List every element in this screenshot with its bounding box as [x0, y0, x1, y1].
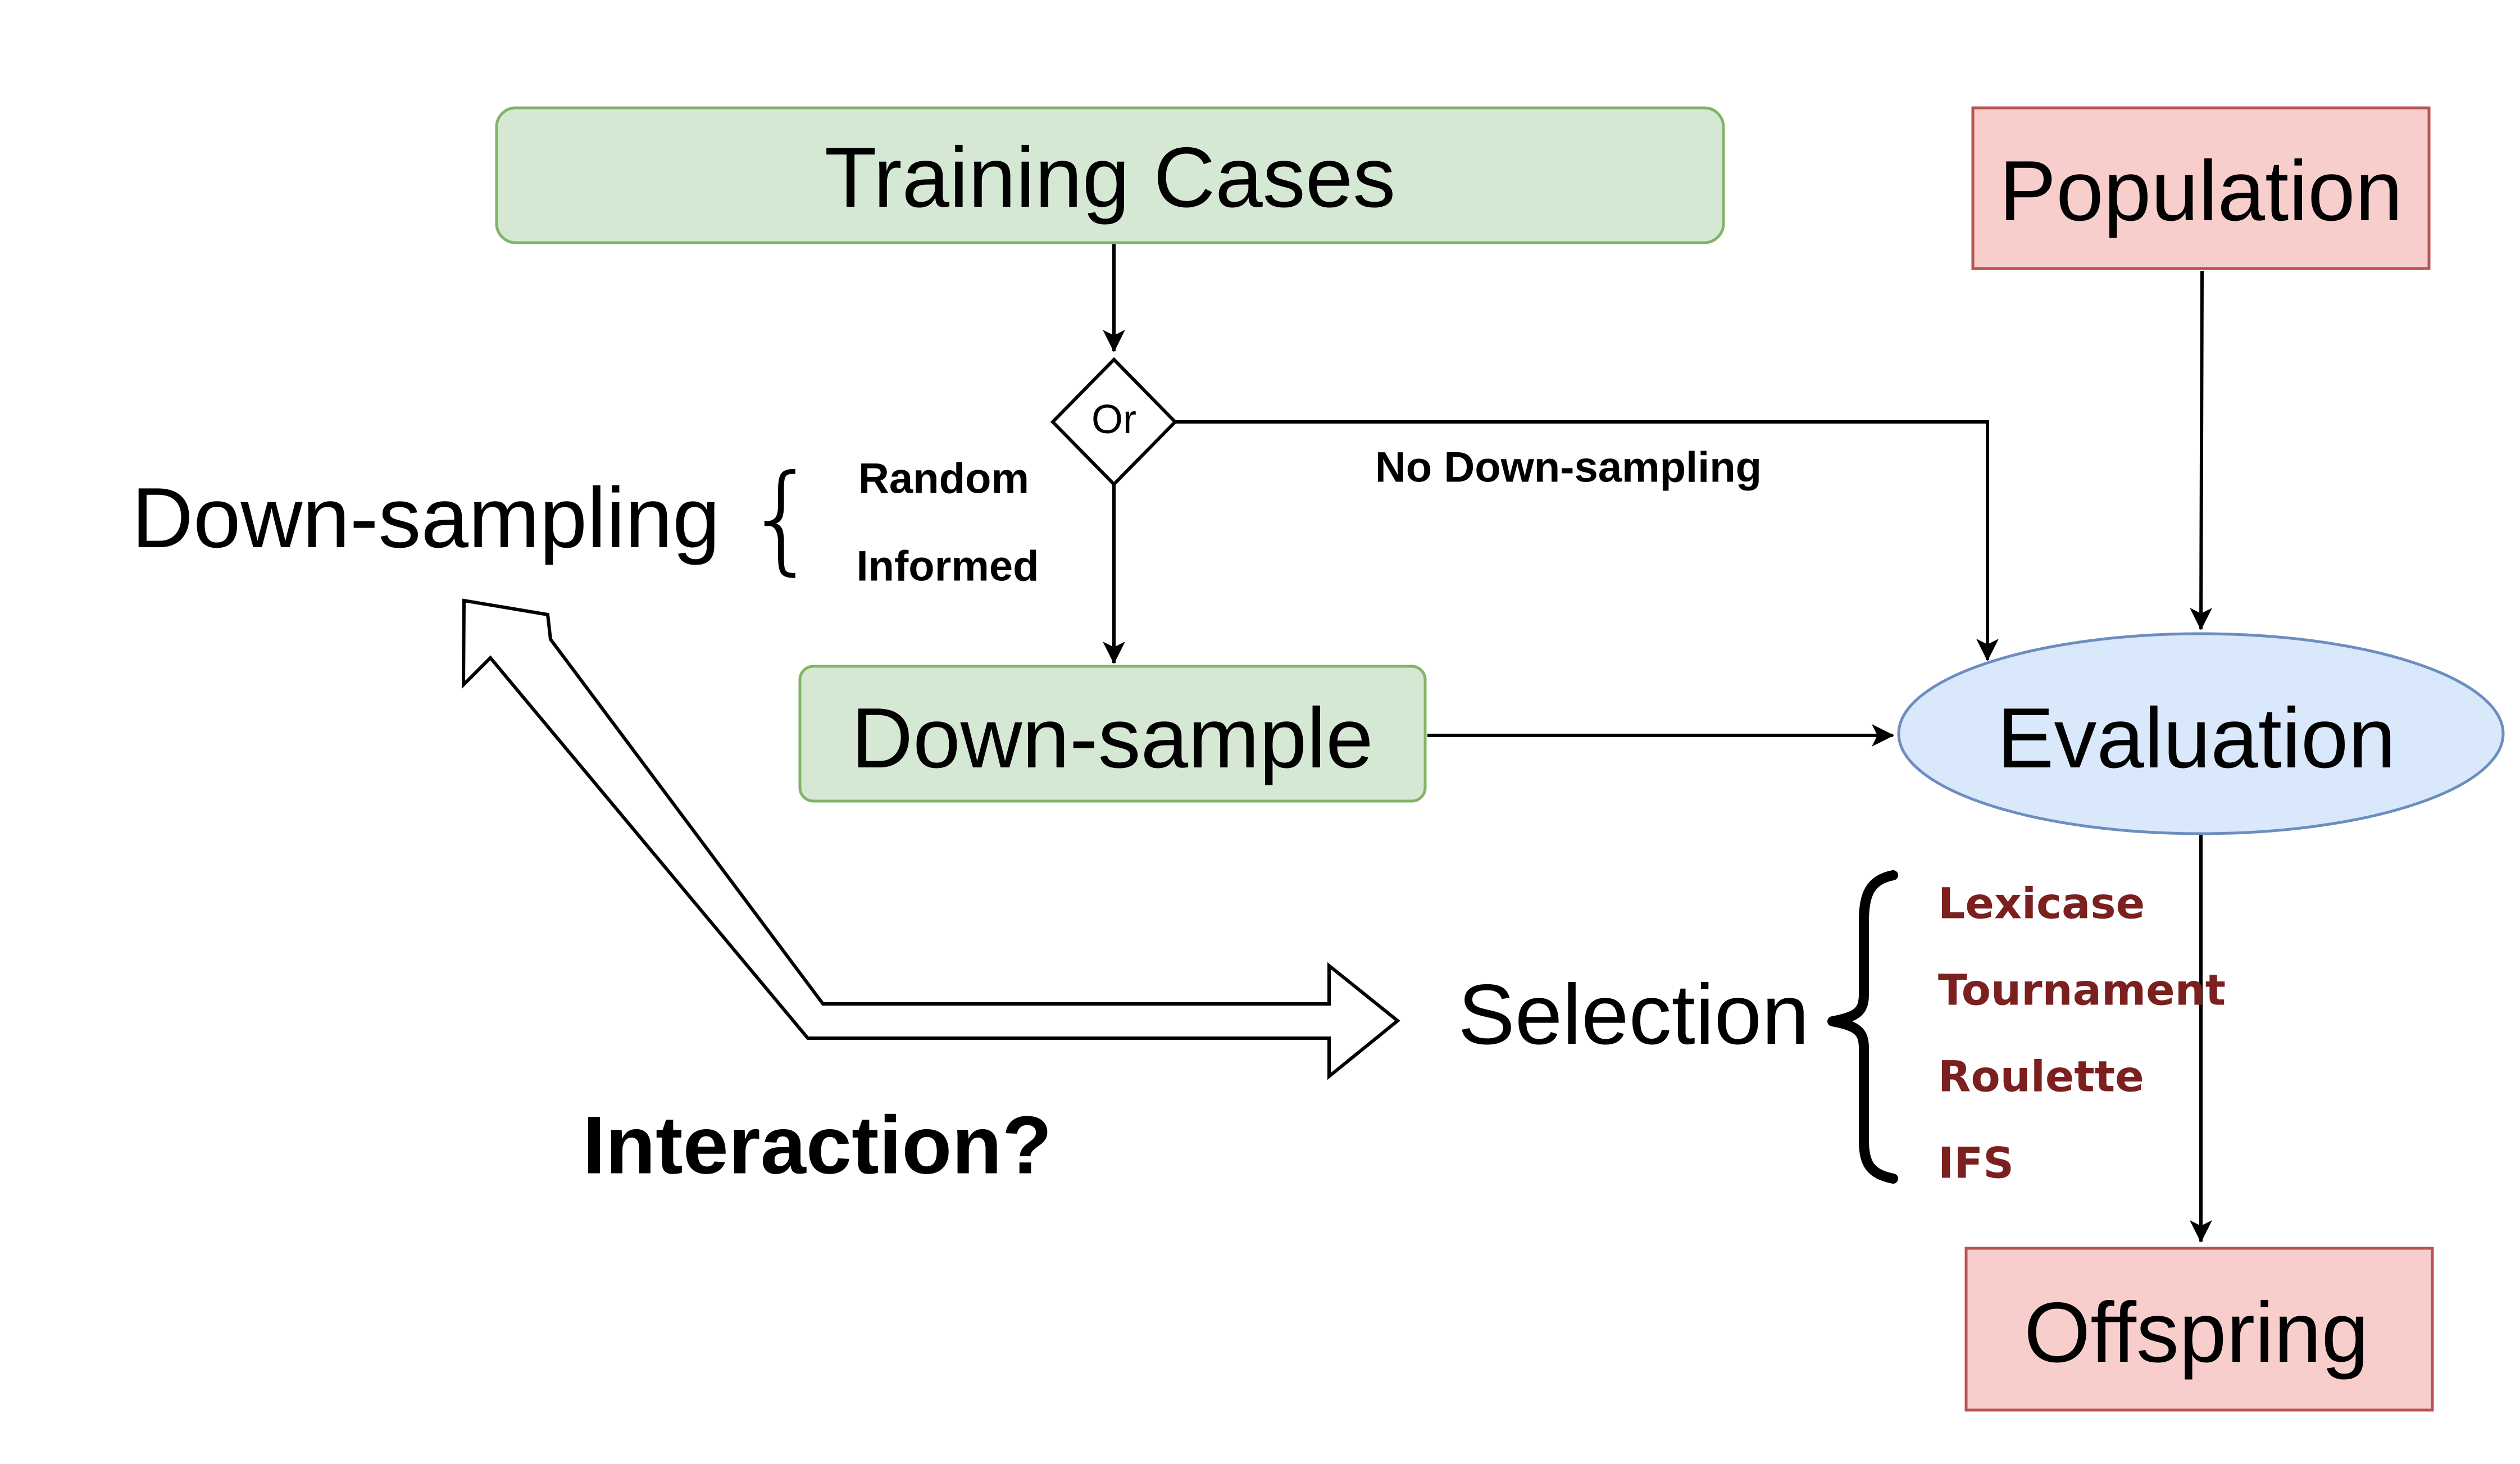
down-sampling-label: Down-sampling: [131, 470, 720, 566]
edge-population-to-evaluation: [2190, 270, 2213, 630]
down-sampling-method-random: Random: [858, 455, 1029, 503]
offspring-label: Offspring: [2024, 1285, 2369, 1380]
selection-method-tournament: Tournament: [1938, 965, 2226, 1015]
down-sample-node: Down-sample: [798, 665, 1427, 803]
or-decision-node: Or: [1050, 357, 1178, 487]
selection-brace-icon: [1827, 870, 1898, 1184]
or-label: Or: [1091, 397, 1136, 442]
connectors: [1103, 243, 2213, 1243]
interaction-double-arrow-icon: [461, 598, 1400, 1080]
training-cases-label: Training Cases: [825, 130, 1396, 225]
training-cases-node: Training Cases: [495, 106, 1725, 244]
selection-method-lexicase: Lexicase: [1938, 879, 2145, 929]
selection-label: Selection: [1458, 967, 1809, 1062]
edge-or-to-evaluation: [1175, 420, 1999, 661]
down-sample-label: Down-sample: [851, 690, 1373, 786]
interaction-label: Interaction?: [583, 1099, 1052, 1191]
selection-method-ifs: IFS: [1938, 1138, 2014, 1188]
population-label: Population: [1999, 143, 2403, 239]
selection-method-roulette: Roulette: [1938, 1052, 2144, 1102]
down-sampling-method-informed: Informed: [856, 543, 1039, 590]
population-node: Population: [1971, 106, 2431, 270]
evaluation-label: Evaluation: [1997, 690, 2396, 786]
down-sampling-brace-icon: {: [744, 449, 820, 587]
no-down-sampling-label: No Down-sampling: [1375, 444, 1762, 492]
evaluation-node: Evaluation: [1897, 632, 2505, 835]
offspring-node: Offspring: [1964, 1247, 2434, 1412]
